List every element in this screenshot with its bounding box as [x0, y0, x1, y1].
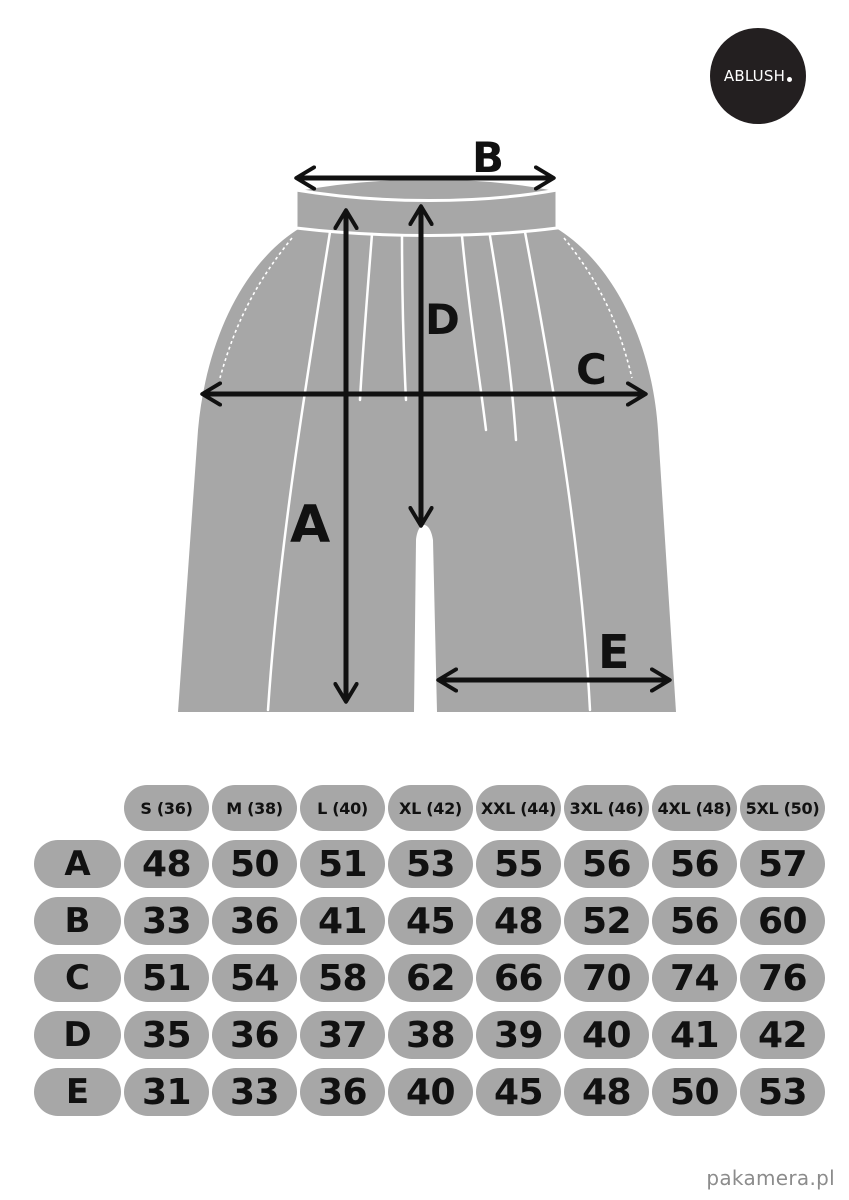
measurement-value: 40 — [564, 1011, 649, 1059]
measurement-row-label: C — [34, 954, 121, 1002]
shorts-measurement-diagram: A B C D E — [178, 133, 676, 712]
measurement-value: 41 — [300, 897, 385, 945]
measurement-value: 66 — [476, 954, 561, 1002]
measurement-value: 76 — [740, 954, 825, 1002]
measurement-value: 33 — [124, 897, 209, 945]
table-corner-blank — [34, 785, 121, 831]
pocket-lines — [219, 237, 633, 379]
measurement-value: 56 — [652, 840, 737, 888]
measurement-value: 50 — [212, 840, 297, 888]
size-header: M (38) — [212, 785, 297, 831]
measurement-value: 41 — [652, 1011, 737, 1059]
measurement-value: 57 — [740, 840, 825, 888]
size-header: XXL (44) — [476, 785, 561, 831]
measurement-value: 62 — [388, 954, 473, 1002]
size-header: 5XL (50) — [740, 785, 825, 831]
brand-logo-text: ABLUSH — [723, 67, 786, 85]
measurement-value: 31 — [124, 1068, 209, 1116]
size-header: 3XL (46) — [564, 785, 649, 831]
label-a: A — [290, 495, 330, 555]
measurement-value: 45 — [476, 1068, 561, 1116]
waistband-top-edge — [295, 188, 558, 202]
measurement-row-label: B — [34, 897, 121, 945]
measurement-value: 55 — [476, 840, 561, 888]
measurement-value: 74 — [652, 954, 737, 1002]
measurement-value: 58 — [300, 954, 385, 1002]
measurement-value: 52 — [564, 897, 649, 945]
measurement-row-label: D — [34, 1011, 121, 1059]
watermark: pakamera.pl — [706, 1166, 835, 1190]
measurement-value: 38 — [388, 1011, 473, 1059]
size-header: L (40) — [300, 785, 385, 831]
measurement-value: 37 — [300, 1011, 385, 1059]
measurement-value: 53 — [388, 840, 473, 888]
measurement-value: 70 — [564, 954, 649, 1002]
size-header: 4XL (48) — [652, 785, 737, 831]
measurement-value: 40 — [388, 1068, 473, 1116]
measurement-value: 39 — [476, 1011, 561, 1059]
measurement-row-label: E — [34, 1068, 121, 1116]
measurement-value: 56 — [652, 897, 737, 945]
size-table: S (36)M (38)L (40)XL (42)XXL (44)3XL (46… — [34, 785, 825, 1116]
measurement-value: 33 — [212, 1068, 297, 1116]
measurement-value: 53 — [740, 1068, 825, 1116]
pleat-lines — [266, 230, 592, 712]
measurement-value: 48 — [124, 840, 209, 888]
measurement-value: 48 — [564, 1068, 649, 1116]
measurement-row-label: A — [34, 840, 121, 888]
size-header: S (36) — [124, 785, 209, 831]
label-c: C — [576, 345, 607, 394]
measurement-value: 48 — [476, 897, 561, 945]
measurement-value: 35 — [124, 1011, 209, 1059]
waistband — [294, 176, 559, 237]
measurement-value: 42 — [740, 1011, 825, 1059]
logo-heart-icon — [787, 76, 793, 82]
measurement-value: 36 — [212, 897, 297, 945]
size-header: XL (42) — [388, 785, 473, 831]
measurement-value: 51 — [124, 954, 209, 1002]
measurement-value: 45 — [388, 897, 473, 945]
brand-logo: ABLUSH — [710, 28, 806, 124]
measurement-value: 36 — [300, 1068, 385, 1116]
measurement-value: 60 — [740, 897, 825, 945]
label-e: E — [598, 625, 629, 679]
measurement-value: 36 — [212, 1011, 297, 1059]
label-d: D — [425, 295, 460, 344]
label-b: B — [472, 133, 504, 182]
measurement-value: 50 — [652, 1068, 737, 1116]
measurement-value: 56 — [564, 840, 649, 888]
measurement-value: 51 — [300, 840, 385, 888]
measurement-value: 54 — [212, 954, 297, 1002]
